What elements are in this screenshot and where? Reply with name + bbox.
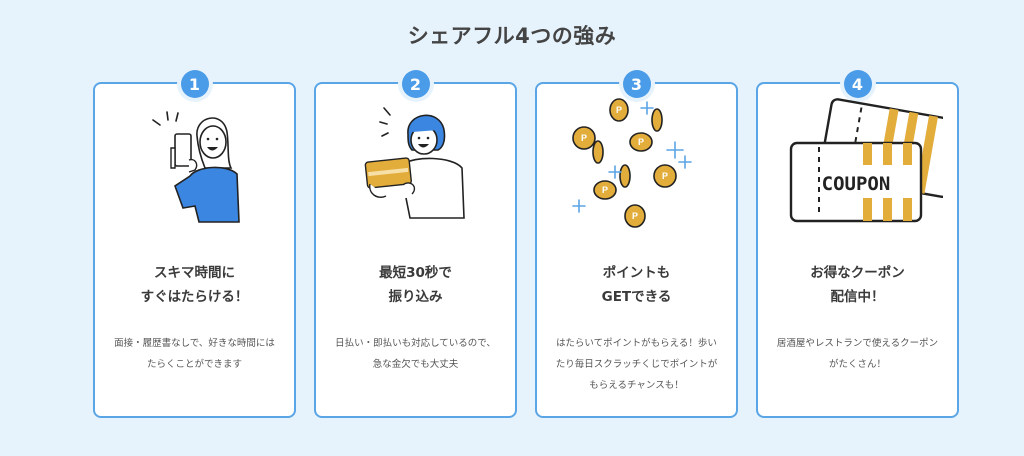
feature-heading: スキマ時間に すぐはたらける！ — [140, 265, 249, 305]
svg-text:P: P — [601, 185, 607, 195]
feature-card-4: 4 COUPON お得な — [756, 70, 959, 418]
svg-text:P: P — [661, 171, 667, 181]
svg-text:P: P — [631, 211, 637, 221]
number-badge: 1 — [180, 70, 209, 98]
feature-card-1: 1 スキマ時間に すぐはたらける！ 面接・履歴書なしで、好きな時間には — [93, 70, 296, 418]
feature-heading: 最短30秒で 振り込み — [379, 265, 452, 305]
feature-description: 居酒屋やレストランで使えるクーポン がたくさん！ — [776, 338, 939, 370]
feature-heading: ポイントも GETできる — [601, 265, 672, 305]
feature-description: 日払い・即払いも対応しているので、 急な金欠でも大丈夫 — [335, 338, 496, 370]
feature-description: はたらいてポイントがもらえる！歩い たり毎日スクラッチくじでポイントが もらえる… — [555, 338, 718, 391]
number-badge: 3 — [622, 70, 651, 98]
coupon-illustration: COUPON — [758, 98, 957, 228]
svg-text:P: P — [580, 133, 586, 143]
number-badge: 4 — [843, 70, 872, 98]
section-title: シェアフル4つの強み — [407, 24, 617, 48]
svg-text:P: P — [637, 137, 643, 147]
feature-heading: お得なクーポン 配信中！ — [810, 265, 905, 305]
feature-card-2: 2 最短30秒で 振り込み — [314, 70, 517, 418]
coins-illustration: P P P P P P — [537, 98, 736, 228]
svg-text:P: P — [615, 105, 621, 115]
features-list: 1 スキマ時間に すぐはたらける！ 面接・履歴書なしで、好きな時間には — [93, 70, 959, 418]
woman-smartphone-illustration — [95, 98, 294, 228]
person-card-illustration — [316, 98, 515, 228]
feature-description: 面接・履歴書なしで、好きな時間には たらくことができます — [114, 338, 275, 370]
coupon-text: COUPON — [821, 173, 890, 195]
feature-card-3: 3 P P P P P P — [535, 70, 738, 418]
number-badge: 2 — [401, 70, 430, 98]
